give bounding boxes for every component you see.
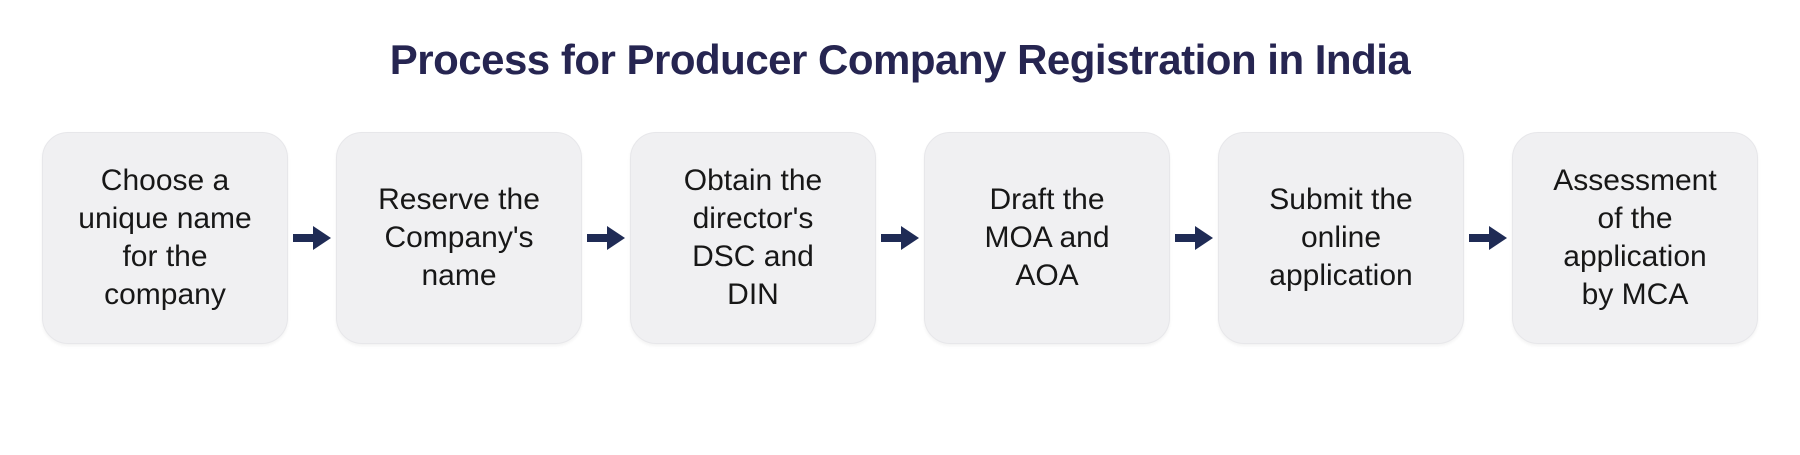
arrow-right-icon (1170, 132, 1218, 344)
step-box-draft-moa-aoa: Draft the MOA and AOA (924, 132, 1170, 344)
step-box-obtain-dsc-din: Obtain the director's DSC and DIN (630, 132, 876, 344)
arrow-right-icon (582, 132, 630, 344)
arrow-right-icon (1464, 132, 1512, 344)
page-title: Process for Producer Company Registratio… (389, 36, 1411, 83)
step-label: Submit the online application (1269, 182, 1413, 293)
step-label: Draft the MOA and AOA (984, 182, 1110, 293)
step-label: Obtain the director's DSC and DIN (683, 163, 823, 312)
step-box-submit-application: Submit the online application (1218, 132, 1464, 344)
step-label: Choose a unique name for the company (78, 163, 252, 312)
step-label: Reserve the Company's name (378, 182, 540, 293)
step-box-assessment-mca: Assessment of the application by MCA (1512, 132, 1758, 344)
step-box-choose-name: Choose a unique name for the company (42, 132, 288, 344)
step-label: Assessment of the application by MCA (1553, 163, 1717, 312)
arrow-right-icon (876, 132, 924, 344)
step-box-reserve-name: Reserve the Company's name (336, 132, 582, 344)
process-flow: Choose a unique name for the company Res… (0, 132, 1800, 344)
arrow-right-icon (288, 132, 336, 344)
